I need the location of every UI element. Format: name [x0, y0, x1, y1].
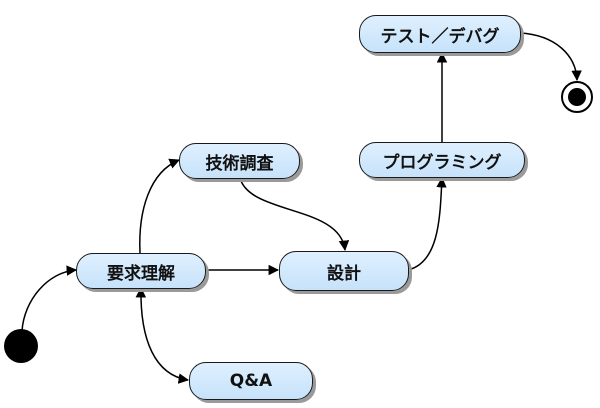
node-design: 設計 [279, 251, 409, 291]
node-test-debug: テスト／デバグ [359, 15, 521, 53]
initial-state [4, 329, 38, 363]
node-programming: プログラミング [359, 142, 525, 178]
node-qa: Q&A [189, 362, 313, 400]
final-state [561, 81, 593, 113]
edge-research-to-design [239, 177, 350, 252]
edge-test-to-final [519, 32, 582, 82]
edge-design-to-programming [407, 176, 447, 271]
edge-requirements-qa [135, 286, 190, 384]
node-research: 技術調査 [179, 143, 300, 179]
edge-requirements-to-research [139, 158, 180, 254]
edge-initial-to-requirements [21, 265, 78, 332]
node-requirements: 要求理解 [76, 253, 206, 289]
